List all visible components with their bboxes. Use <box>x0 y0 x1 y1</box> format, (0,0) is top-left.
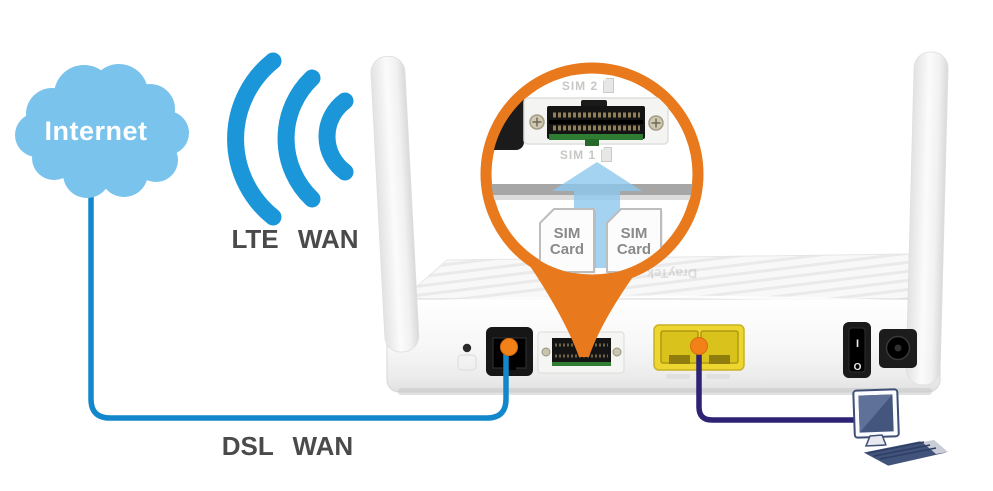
antenna-left-icon <box>370 55 420 353</box>
magnified-sim-slot <box>523 97 669 146</box>
monitor-stand <box>864 434 888 447</box>
computer-icon <box>852 388 952 469</box>
power-jack <box>879 329 917 368</box>
power-switch: I O <box>843 322 871 378</box>
brand-logo: DrayTek <box>646 266 697 281</box>
dsl-cable <box>88 188 509 421</box>
monitor-icon <box>852 388 900 439</box>
panel-highlight <box>391 295 937 305</box>
internet-cloud-icon <box>15 64 189 198</box>
router: DrayTek <box>370 51 949 395</box>
lan-port-2 <box>700 330 739 364</box>
lan-cable <box>696 352 854 423</box>
router-shadow <box>398 388 932 395</box>
power-on-mark: I <box>856 338 859 350</box>
keyboard-icon <box>858 438 952 469</box>
sim-card-icon-1 <box>539 208 596 274</box>
reset-hole <box>457 343 477 371</box>
lan-connector-dot <box>690 337 708 355</box>
magnifier-callout <box>480 62 704 357</box>
lan-port-1 <box>660 330 699 364</box>
power-off-mark: O <box>854 362 862 373</box>
cable-connector-dots <box>500 337 708 356</box>
dsl-connector-dot <box>500 338 518 356</box>
screw-left-icon <box>529 114 545 130</box>
antenna-right-icon <box>905 51 949 386</box>
wireless-signal-icon <box>227 52 354 226</box>
screw-right-icon <box>648 115 664 131</box>
